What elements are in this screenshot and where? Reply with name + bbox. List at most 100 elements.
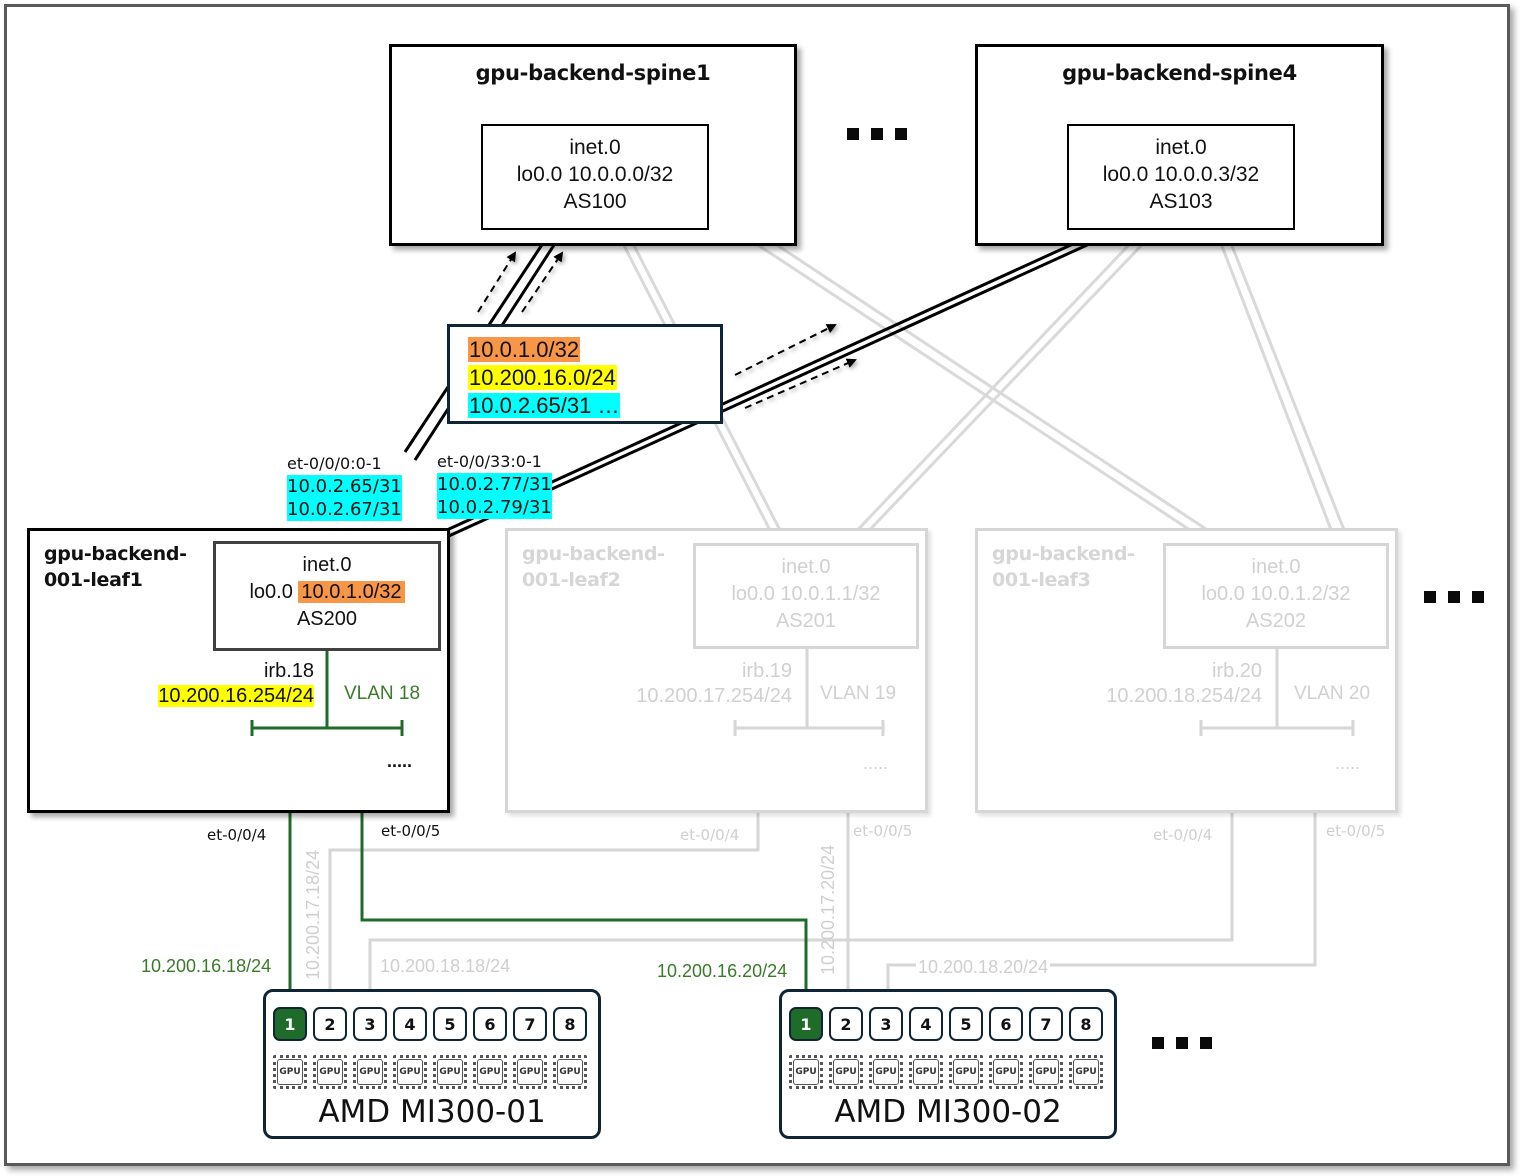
uplink-spine1-interface: et-0/0/0:0-1 10.0.2.65/31 10.0.2.67/31 xyxy=(287,453,402,521)
as-number: AS201 xyxy=(775,610,837,632)
leaf-2-vlan: VLAN 19 xyxy=(820,683,897,704)
gpu-label: GPU xyxy=(477,1059,503,1085)
leaf-1-routing-table: inet.0 lo0.0 10.0.1.0/32 AS200 xyxy=(213,541,441,651)
leaf2-port-et-0-0-4: et-0/0/4 xyxy=(680,826,740,844)
leaf-1-vlan-bus xyxy=(250,651,404,736)
nic-port[interactable]: 3 xyxy=(869,1007,903,1041)
leaf-3-vlan-bus xyxy=(1199,649,1355,736)
leaf-2-irb: irb.19 10.200.17.254/24 xyxy=(636,659,792,709)
leaf-3[interactable]: gpu-backend- 001-leaf3 inet.0 lo0.0 10.0… xyxy=(975,528,1398,813)
nic-port[interactable]: 2 xyxy=(313,1007,347,1041)
leaf-1-name: gpu-backend- 001-leaf1 xyxy=(44,541,187,593)
gpu-label: GPU xyxy=(397,1059,423,1085)
gpu-chip-icon: GPU xyxy=(393,1055,427,1089)
leaf-3-name: gpu-backend- 001-leaf3 xyxy=(992,541,1135,593)
loopback: lo0.0 10.0.0.3/32 xyxy=(1102,163,1260,186)
nic-port[interactable]: 5 xyxy=(433,1007,467,1041)
irb-ip: 10.200.16.254/24 xyxy=(158,685,314,707)
advertised-routes-box: 10.0.1.0/32 10.200.16.0/24 10.0.2.65/31 … xyxy=(447,324,723,424)
nic-port[interactable]: 1 xyxy=(273,1007,307,1041)
s1-nic1-ip: 10.200.16.18/24 xyxy=(141,956,272,976)
gpu-label: GPU xyxy=(873,1059,899,1085)
loopback-ip: 10.0.1.2/32 xyxy=(1250,583,1351,605)
spine-4[interactable]: gpu-backend-spine4 inet.0 lo0.0 10.0.0.3… xyxy=(975,44,1384,246)
nic-port[interactable]: 4 xyxy=(393,1007,427,1041)
interface-ip: 10.0.2.77/31 xyxy=(437,473,552,496)
gpu-label: GPU xyxy=(993,1059,1019,1085)
leaf3-port-et-0-0-4: et-0/0/4 xyxy=(1153,826,1213,844)
nic-port[interactable]: 5 xyxy=(949,1007,983,1041)
nic-port[interactable]: 6 xyxy=(473,1007,507,1041)
s1-nic3-ip: 10.200.18.18/24 xyxy=(380,956,511,976)
gpu-label: GPU xyxy=(833,1059,859,1085)
leaf-3-routing-table: inet.0 lo0.0 10.0.1.2/32 AS202 xyxy=(1163,543,1389,649)
s2-nic2-ip: 10.200.17.20/24 xyxy=(818,844,838,975)
gpu-label: GPU xyxy=(1033,1059,1059,1085)
nic-port[interactable]: 1 xyxy=(789,1007,823,1041)
nic-port[interactable]: 2 xyxy=(829,1007,863,1041)
gpu-chip-icon: GPU xyxy=(433,1055,467,1089)
name-line-2: 001-leaf3 xyxy=(992,569,1091,591)
advert-arrow-1 xyxy=(477,251,517,313)
link-spine1-leaf3 xyxy=(704,200,1216,542)
leaf-1-irb: irb.18 10.200.16.254/24 xyxy=(158,659,314,709)
table-name: inet.0 xyxy=(1251,556,1301,578)
name-line-1: gpu-backend- xyxy=(44,543,187,565)
spine-4-name: gpu-backend-spine4 xyxy=(1062,61,1297,85)
gpu-pins xyxy=(829,1055,863,1089)
spine-1-name: gpu-backend-spine1 xyxy=(475,61,711,85)
gpu-label: GPU xyxy=(517,1059,543,1085)
nic-port[interactable]: 7 xyxy=(1029,1007,1063,1041)
cable-leaf3-s2-nic3 xyxy=(886,725,1317,1012)
route-loopback: 10.0.1.0/32 xyxy=(468,337,581,362)
spine-4-routing-table: inet.0 lo0.0 10.0.0.3/32 AS103 xyxy=(1067,124,1295,230)
cable-leaf3-s1-nic3 xyxy=(368,725,1234,1012)
leaf-2[interactable]: gpu-backend- 001-leaf2 inet.0 lo0.0 10.0… xyxy=(505,528,928,813)
gpu-pins xyxy=(869,1055,903,1089)
leaf3-port-et-0-0-5: et-0/0/5 xyxy=(1326,822,1386,840)
gpu-pins xyxy=(313,1055,347,1089)
leaf-3-irb: irb.20 10.200.18.254/24 xyxy=(1106,659,1262,709)
loopback-prefix: lo0.0 xyxy=(731,583,775,605)
gpu-chip-icon: GPU xyxy=(353,1055,387,1089)
loopback-ip: 10.0.1.1/32 xyxy=(780,583,881,605)
nic-port[interactable]: 8 xyxy=(553,1007,587,1041)
nic-port[interactable]: 6 xyxy=(989,1007,1023,1041)
interface-name: et-0/0/33:0-1 xyxy=(437,452,542,471)
gpu-label: GPU xyxy=(557,1059,583,1085)
interface-ip: 10.0.2.65/31 xyxy=(287,475,402,498)
nic-port[interactable]: 3 xyxy=(353,1007,387,1041)
link-spine4-leaf2 xyxy=(846,226,1160,542)
as-number: AS202 xyxy=(1245,610,1307,632)
gpu-chip-icon: GPU xyxy=(553,1055,587,1089)
irb-name: irb.19 xyxy=(741,660,792,682)
table-name: inet.0 xyxy=(302,554,352,576)
loopback-prefix: lo0.0 xyxy=(1201,583,1245,605)
name-line-2: 001-leaf2 xyxy=(522,569,621,591)
gpu-pins xyxy=(949,1055,983,1089)
gpu-label: GPU xyxy=(437,1059,463,1085)
loopback-ip: 10.0.1.0/32 xyxy=(298,581,405,603)
nic-port[interactable]: 7 xyxy=(513,1007,547,1041)
route-p2p: 10.0.2.65/31 … xyxy=(468,393,621,418)
loopback-prefix: lo0.0 xyxy=(249,581,293,603)
gpu-chip-icon: GPU xyxy=(829,1055,863,1089)
interface-ip: 10.0.2.79/31 xyxy=(437,496,552,519)
loopback: lo0.0 10.0.1.1/32 xyxy=(696,581,916,608)
nic-port[interactable]: 8 xyxy=(1069,1007,1103,1041)
gpu-label: GPU xyxy=(277,1059,303,1085)
nic-port[interactable]: 4 xyxy=(909,1007,943,1041)
gpu-label: GPU xyxy=(913,1059,939,1085)
irb-name: irb.20 xyxy=(1211,660,1262,682)
server-name: AMD MI300-01 xyxy=(318,1094,546,1130)
spine-1[interactable]: gpu-backend-spine1 inet.0 lo0.0 10.0.0.0… xyxy=(389,44,797,246)
gpu-pins xyxy=(553,1055,587,1089)
gpu-pins xyxy=(393,1055,427,1089)
gpu-pins xyxy=(909,1055,943,1089)
leaf-1[interactable]: gpu-backend- 001-leaf1 inet.0 lo0.0 10.0… xyxy=(27,528,450,813)
